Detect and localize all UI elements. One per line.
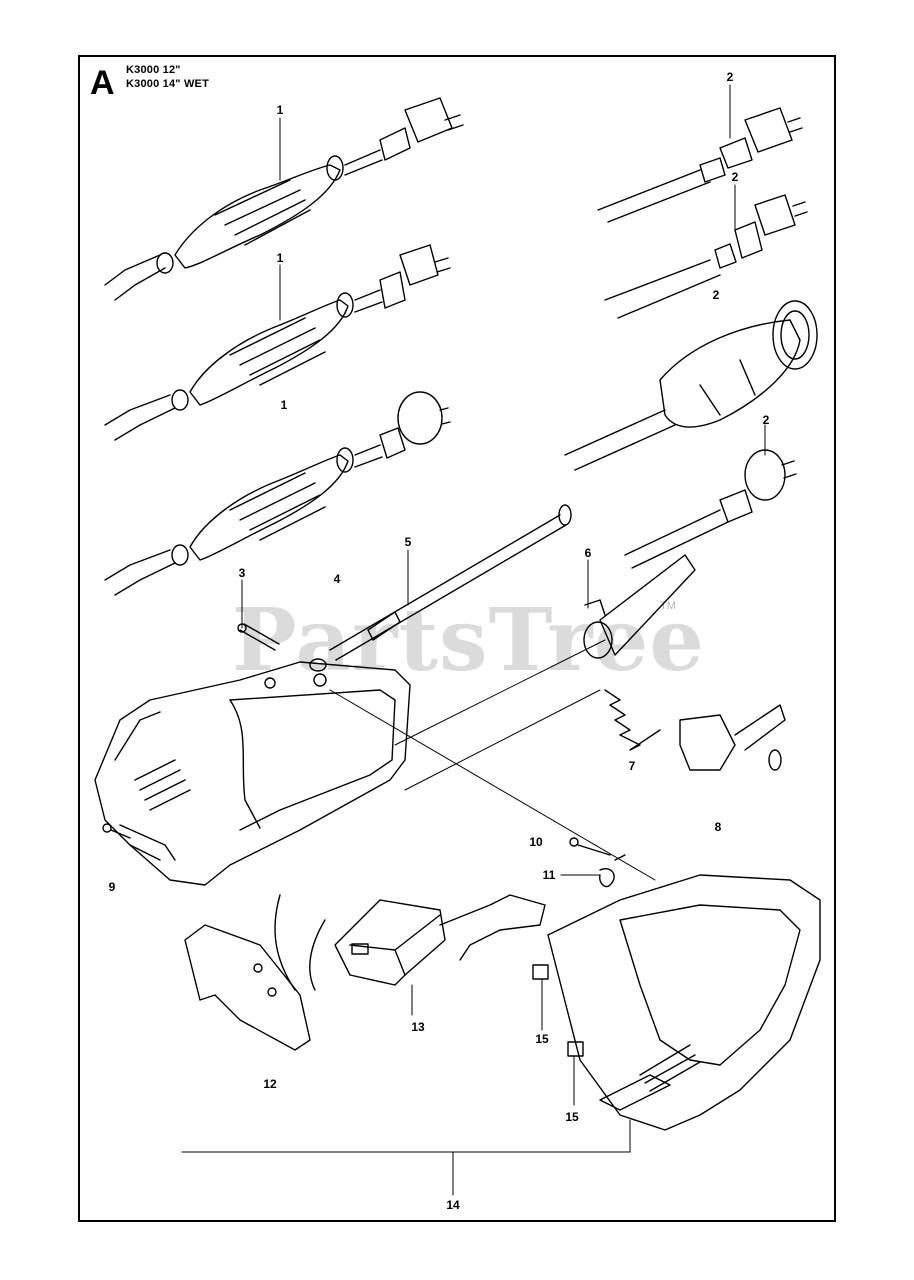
callout-2: 2 — [762, 413, 770, 427]
callout-2: 2 — [731, 170, 739, 184]
screw-part-3 — [237, 623, 280, 651]
callout-8: 8 — [714, 820, 722, 834]
callout-13: 13 — [411, 1020, 425, 1034]
switch-part-13 — [334, 894, 546, 986]
handle-housing-part-9 — [94, 661, 411, 886]
callout-12: 12 — [263, 1077, 277, 1091]
callout-6: 6 — [584, 546, 592, 560]
screw-part-10 — [569, 837, 611, 856]
cable-assembly-2 — [104, 244, 451, 441]
callout-1: 1 — [280, 398, 288, 412]
leader-lines — [181, 84, 766, 1196]
plug-cable-2c — [564, 300, 818, 471]
callout-5: 5 — [404, 535, 412, 549]
callout-3: 3 — [238, 566, 246, 580]
washer-part-4 — [309, 658, 327, 672]
switch-lever-part-8 — [679, 704, 786, 771]
plug-cable-2b — [604, 194, 808, 319]
callout-7: 7 — [628, 759, 636, 773]
cable-assembly-1 — [104, 97, 464, 301]
callout-15: 15 — [565, 1110, 579, 1124]
callout-10: 10 — [529, 835, 543, 849]
watermark: PartsTree — [232, 590, 706, 691]
plug-cable-2a — [597, 107, 803, 223]
callout-9: 9 — [108, 880, 116, 894]
clamp-part-11 — [598, 854, 626, 888]
handle-part-14 — [532, 874, 821, 1131]
callout-4: 4 — [333, 572, 341, 586]
callout-15: 15 — [535, 1032, 549, 1046]
screw-part-9b — [102, 823, 131, 839]
callout-1: 1 — [276, 103, 284, 117]
model-label: K3000 12" — [126, 64, 181, 76]
cover-plate-part-12 — [184, 894, 326, 1051]
tube-part-6 — [583, 554, 696, 659]
model-label: K3000 14" WET — [126, 78, 210, 90]
plug-cable-2d — [624, 449, 797, 569]
cable-assembly-3 — [104, 391, 451, 596]
callout-11: 11 — [542, 868, 556, 882]
rod-part-5 — [329, 504, 572, 661]
callout-14: 14 — [446, 1198, 460, 1212]
callout-2: 2 — [712, 288, 720, 302]
spring-part-7 — [604, 689, 661, 751]
diagram-frame — [78, 55, 836, 1222]
section-letter: A — [90, 64, 115, 102]
callout-1: 1 — [276, 251, 284, 265]
callout-2: 2 — [726, 70, 734, 84]
